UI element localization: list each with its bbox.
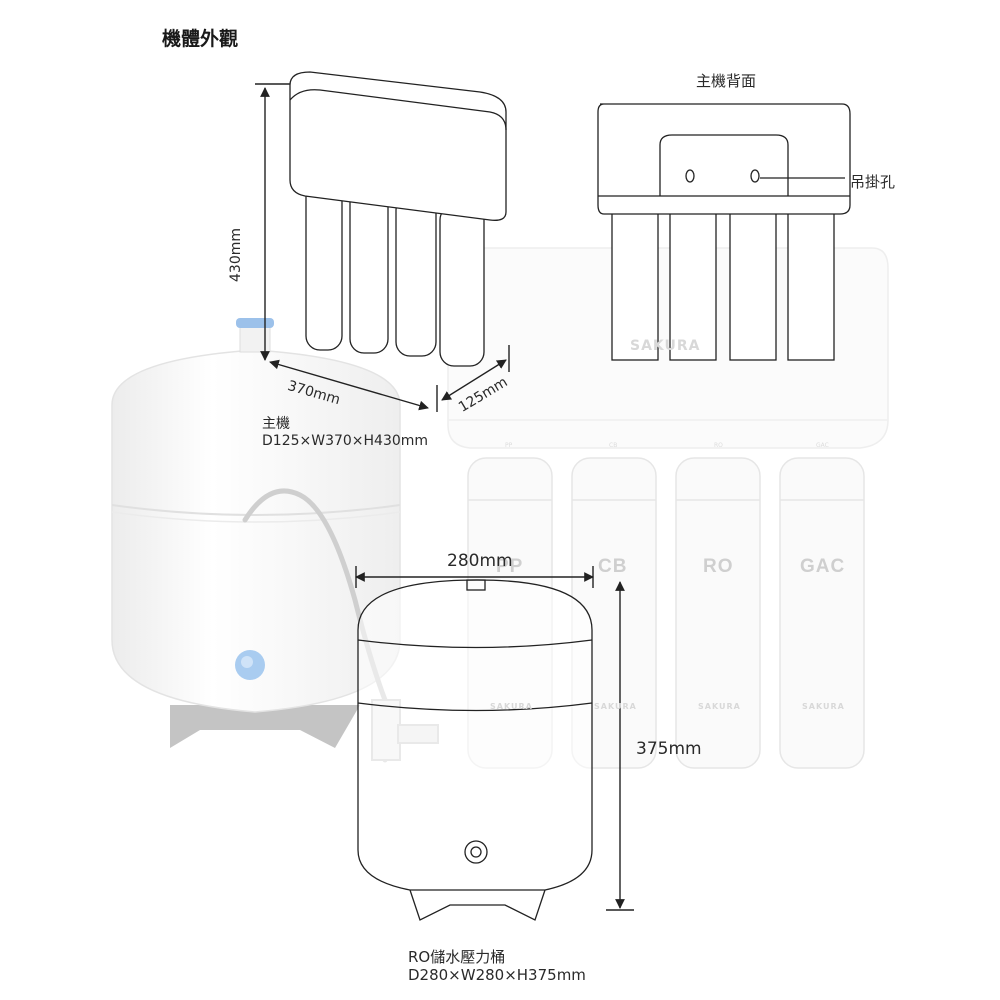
cartridge-label-ro: RO <box>703 556 734 577</box>
main-unit-back-view <box>597 103 851 361</box>
page-title: 機體外觀 <box>162 28 239 50</box>
main-unit-perspective <box>289 71 507 367</box>
hang-hole-label: 吊掛孔 <box>850 173 896 191</box>
housing-brand-logo: SAKURA <box>630 338 701 354</box>
cartridge-label-cb: CB <box>598 556 628 577</box>
cartridge-tag-gac: GAC <box>816 442 829 449</box>
cartridge-tag-ro: RO <box>714 442 723 449</box>
background-tank <box>111 318 401 748</box>
tank-name: RO儲水壓力桶 <box>408 948 506 966</box>
back-view-title: 主機背面 <box>696 72 757 90</box>
cartridge-tag-cb: CB <box>609 442 618 449</box>
cartridge-tag-pp: PP <box>505 442 513 449</box>
tank-height-dimension: 375mm <box>636 739 702 759</box>
cartridge-label-gac: GAC <box>800 556 846 577</box>
cartridge-brand-pp: SAKURA <box>490 702 533 711</box>
main-unit-name: 主機 <box>262 416 290 432</box>
cartridge-label-pp: PP <box>496 556 524 577</box>
main-unit-caption: 主機 D125×W370×H430mm <box>262 416 428 450</box>
cartridge-brand-cb: SAKURA <box>594 702 637 711</box>
tank-caption: RO儲水壓力桶 D280×W280×H375mm <box>408 948 586 984</box>
main-unit-spec: D125×W370×H430mm <box>262 433 429 449</box>
dimension-lines <box>255 83 634 911</box>
ro-tank-outline <box>357 579 593 921</box>
tank-width-dimension: 280mm <box>447 551 513 571</box>
tank-spec: D280×W280×H375mm <box>408 966 586 984</box>
main-height-dimension: 430mm <box>228 228 244 282</box>
cartridge-brand-ro: SAKURA <box>698 702 741 711</box>
cartridge-brand-gac: SAKURA <box>802 702 845 711</box>
